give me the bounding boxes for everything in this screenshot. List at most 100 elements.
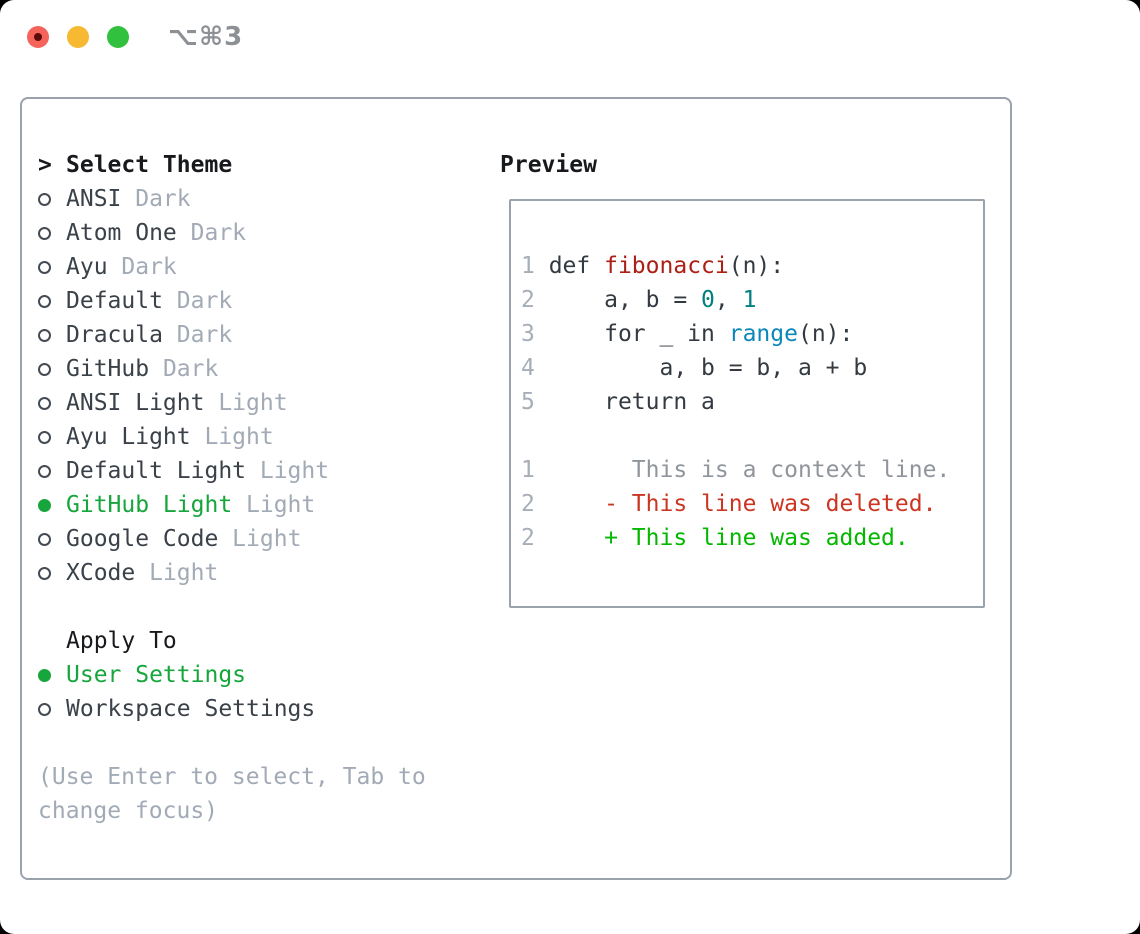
- preview-code-line: 2 a, b = 0, 1: [521, 283, 983, 317]
- code-token: fibonacci: [604, 253, 729, 279]
- code-token: ,: [714, 287, 743, 313]
- code-token: a, b =: [534, 287, 702, 313]
- preview-code-line: 5 return a: [521, 385, 983, 419]
- line-number: 3: [521, 321, 535, 347]
- theme-variant-label: Light: [204, 390, 288, 416]
- select-theme-label: Select Theme: [66, 152, 233, 178]
- radio-icon: [38, 566, 66, 580]
- theme-variant-label: Dark: [176, 220, 247, 246]
- theme-variant-label: Dark: [121, 186, 191, 212]
- preview-code-line: 2 + This line was added.: [521, 521, 983, 555]
- select-theme-header: > Select Theme: [38, 148, 426, 182]
- window-title: ⌥⌘3: [168, 22, 244, 52]
- theme-option-xcode[interactable]: XCode Light: [38, 556, 426, 590]
- code-token: a, b = b, a + b: [534, 355, 868, 381]
- preview-blank-line: [521, 419, 983, 453]
- line-number: 5: [521, 389, 535, 415]
- close-button[interactable]: [27, 26, 49, 48]
- code-token: (n):: [728, 253, 785, 279]
- line-number: 1: [521, 253, 535, 279]
- theme-variant-label: Light: [135, 560, 219, 586]
- theme-variant-label: Light: [190, 424, 274, 450]
- theme-variant-label: Light: [218, 526, 302, 552]
- spacer: [38, 590, 426, 624]
- radio-icon: [38, 702, 66, 716]
- theme-option-label: Ayu Light: [66, 424, 191, 450]
- line-number: 2: [521, 525, 535, 551]
- zoom-button[interactable]: [107, 26, 129, 48]
- theme-option-ayu-light[interactable]: Ayu Light Light: [38, 420, 426, 454]
- theme-option-label: GitHub: [66, 356, 150, 382]
- theme-option-github[interactable]: GitHub Dark: [38, 352, 426, 386]
- theme-option-label: Dracula: [66, 322, 163, 348]
- theme-option-label: XCode: [66, 560, 136, 586]
- preview-code-line: 3 for _ in range(n):: [521, 317, 983, 351]
- theme-option-label: GitHub Light: [66, 492, 233, 518]
- preview-code-line: 4 a, b = b, a + b: [521, 351, 983, 385]
- code-token: + This line was added.: [534, 525, 909, 551]
- apply-option-user-settings[interactable]: User Settings: [38, 658, 426, 692]
- preview-code-line: 2 - This line was deleted.: [521, 487, 983, 521]
- theme-option-ayu[interactable]: Ayu Dark: [38, 250, 426, 284]
- theme-option-label: Default Light: [66, 458, 247, 484]
- theme-variant-label: Light: [232, 492, 316, 518]
- prompt-icon: >: [38, 152, 52, 178]
- line-number: 4: [521, 355, 535, 381]
- preview-header: Preview: [500, 148, 597, 182]
- theme-option-atom-one[interactable]: Atom One Dark: [38, 216, 426, 250]
- theme-variant-label: Dark: [162, 288, 233, 314]
- preview-code-line: 1 def fibonacci(n):: [521, 249, 983, 283]
- theme-option-ansi-light[interactable]: ANSI Light Light: [38, 386, 426, 420]
- theme-variant-label: Dark: [149, 356, 219, 382]
- theme-option-label: ANSI Light: [66, 390, 205, 416]
- spacer: [38, 726, 426, 760]
- theme-option-google-code[interactable]: Google Code Light: [38, 522, 426, 556]
- theme-option-label: Atom One: [66, 220, 177, 246]
- radio-icon: [38, 532, 66, 546]
- line-number: 2: [521, 287, 535, 313]
- radio-icon: [38, 396, 66, 410]
- code-token: for _ in: [534, 321, 729, 347]
- preview-code-line: 1 This is a context line.: [521, 453, 983, 487]
- code-token: 0: [701, 287, 715, 313]
- radio-icon: [38, 328, 66, 342]
- line-number: 2: [521, 491, 535, 517]
- theme-option-ansi[interactable]: ANSI Dark: [38, 182, 426, 216]
- close-dot-icon: [34, 33, 42, 41]
- radio-icon: [38, 294, 66, 308]
- theme-option-default-light[interactable]: Default Light Light: [38, 454, 426, 488]
- hint-line: (Use Enter to select, Tab to: [38, 764, 426, 790]
- radio-icon: [38, 226, 66, 240]
- titlebar-traffic-lights: [27, 26, 129, 48]
- theme-variant-label: Dark: [162, 322, 233, 348]
- theme-option-default[interactable]: Default Dark: [38, 284, 426, 318]
- code-token: return a: [534, 389, 715, 415]
- apply-to-header: Apply To: [38, 624, 426, 658]
- code-token: This is a context line.: [534, 457, 951, 483]
- code-token: - This line was deleted.: [534, 491, 937, 517]
- radio-selected-icon: [38, 498, 66, 512]
- radio-icon: [38, 430, 66, 444]
- radio-icon: [38, 260, 66, 274]
- code-token: 1: [742, 287, 757, 313]
- radio-selected-icon: [38, 668, 66, 682]
- code-token: def: [534, 253, 605, 279]
- theme-option-github-light[interactable]: GitHub Light Light: [38, 488, 426, 522]
- apply-option-workspace-settings[interactable]: Workspace Settings: [38, 692, 426, 726]
- code-token: (n):: [797, 321, 854, 347]
- theme-option-dracula[interactable]: Dracula Dark: [38, 318, 426, 352]
- radio-icon: [38, 362, 66, 376]
- theme-variant-label: Dark: [107, 254, 177, 280]
- minimize-button[interactable]: [67, 26, 89, 48]
- theme-variant-label: Light: [246, 458, 330, 484]
- theme-option-label: Ayu: [66, 254, 108, 280]
- radio-icon: [38, 464, 66, 478]
- radio-icon: [38, 192, 66, 206]
